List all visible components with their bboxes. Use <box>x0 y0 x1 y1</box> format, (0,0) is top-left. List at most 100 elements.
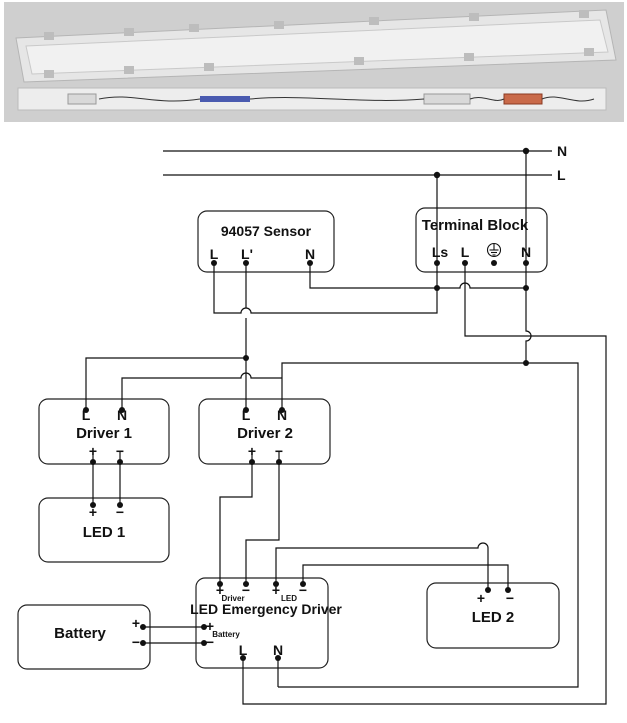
emergency-driver-minus: − <box>242 582 250 598</box>
wire-emergency-n-return <box>278 362 579 688</box>
dot-bus-n <box>522 147 530 155</box>
sensor-pin-n: N <box>305 246 315 262</box>
led1-box <box>38 497 170 563</box>
fixture-housing-inner <box>25 19 609 75</box>
dot-terminal-n <box>523 260 529 266</box>
wire-neutral-to-driver1 <box>121 372 282 410</box>
emergency-led-plus: + <box>272 582 280 598</box>
sensor-title: 94057 Sensor <box>221 223 312 239</box>
emergency-driver-plus: + <box>216 582 224 598</box>
fixture-photo <box>4 2 624 122</box>
emergency-battery-plus: + <box>206 618 214 634</box>
emergency-title: LED Emergency Driver <box>190 601 342 617</box>
dot-terminal-l <box>462 260 468 266</box>
housing-clips <box>44 10 594 78</box>
dot-sensor-l <box>211 260 217 266</box>
driver2-box <box>198 398 331 465</box>
emergency-driver-sub: Driver <box>221 594 244 603</box>
dot-emergency-battery-plus <box>201 624 207 630</box>
dot-emergency-battery-minus <box>201 640 207 646</box>
bus-l-label: L <box>557 167 566 183</box>
wire-emergency-led-plus <box>275 542 489 590</box>
led2-box <box>426 582 560 649</box>
dot-driver1-l <box>83 407 89 413</box>
sensor-pin-lprime: L' <box>241 246 253 262</box>
battery-title: Battery <box>54 625 106 642</box>
wires <box>85 151 607 705</box>
photo-wires <box>98 96 595 102</box>
wire-switched-live <box>85 357 247 410</box>
emergency-pin-n: N <box>273 642 283 658</box>
led1-minus: − <box>116 504 124 520</box>
driver2-pin-l: L <box>242 407 251 423</box>
wire-sensor-l-to-ls <box>213 263 438 314</box>
driver2-minus: − <box>275 443 283 459</box>
dot-emergency-driver-plus <box>217 581 223 587</box>
driver1-minus: − <box>116 443 124 459</box>
dot-driver1-minus <box>117 459 123 465</box>
dot-ls-junction <box>434 285 440 291</box>
bus-n-label: N <box>557 143 567 159</box>
dot-driver2-minus <box>276 459 282 465</box>
terminal-pin-ls: Ls <box>432 244 449 260</box>
dot-sensor-n <box>307 260 313 266</box>
wire-emergency-led-minus <box>302 564 509 590</box>
dot-emergency-l <box>240 655 246 661</box>
dot-bus-l <box>433 171 441 179</box>
terminal-block-box <box>415 207 548 273</box>
battery-minus: − <box>132 634 140 650</box>
dot-neutral-junction <box>523 360 529 366</box>
dot-emergency-led-minus <box>300 581 306 587</box>
dot-battery-minus <box>140 640 146 646</box>
dot-driver2-n <box>279 407 285 413</box>
emergency-battery-minus: − <box>206 634 214 650</box>
dot-driver2-l <box>243 407 249 413</box>
dot-driver2-plus <box>249 459 255 465</box>
driver1-pin-l: L <box>82 407 91 423</box>
led2-minus: − <box>506 590 514 606</box>
junction-dots <box>83 147 530 661</box>
terminal-pin-n: N <box>521 244 531 260</box>
driver1-box <box>38 398 170 465</box>
dot-driver1-plus <box>90 459 96 465</box>
led2-plus: + <box>477 590 485 606</box>
dot-terminal-ls <box>434 260 440 266</box>
driver2-plus: + <box>248 443 256 459</box>
sensor-box <box>197 210 335 273</box>
dot-n-junction <box>523 285 529 291</box>
wire-terminal-n-down <box>525 263 532 363</box>
earth-ground-icon <box>486 242 502 258</box>
dot-emergency-led-plus <box>273 581 279 587</box>
wire-neutral-to-driver2 <box>281 362 526 410</box>
led1-title: LED 1 <box>83 524 126 541</box>
led2-title: LED 2 <box>472 609 515 626</box>
battery-plus: + <box>132 615 140 631</box>
driver1-plus: + <box>89 443 97 459</box>
wire-terminal-l-to-emergency-l <box>242 263 607 705</box>
driver1-pin-n: N <box>117 407 127 423</box>
dot-emergency-driver-minus <box>243 581 249 587</box>
emergency-battery-sub: Battery <box>212 630 240 639</box>
led1-plus: + <box>89 504 97 520</box>
terminal-pin-l: L <box>461 244 470 260</box>
bus-lines <box>163 150 552 176</box>
emergency-pin-l: L <box>239 642 248 658</box>
driver2-pin-n: N <box>277 407 287 423</box>
wire-driver2-minus <box>245 452 280 584</box>
driver-module <box>67 93 97 105</box>
driver1-title: Driver 1 <box>76 425 132 442</box>
dot-driver1-n <box>119 407 125 413</box>
emergency-led-minus: − <box>299 582 307 598</box>
dot-led1-minus <box>117 502 123 508</box>
sensor-pin-l: L <box>210 246 219 262</box>
dot-battery-plus <box>140 624 146 630</box>
dot-led1-plus <box>90 502 96 508</box>
dot-terminal-earth <box>491 260 497 266</box>
dot-led2-plus <box>485 587 491 593</box>
dot-sensor-lprime <box>243 260 249 266</box>
battery-box <box>17 604 151 670</box>
dot-switched-live <box>243 355 249 361</box>
emergency-led-sub: LED <box>281 594 297 603</box>
wire-driver2-plus <box>219 452 253 584</box>
